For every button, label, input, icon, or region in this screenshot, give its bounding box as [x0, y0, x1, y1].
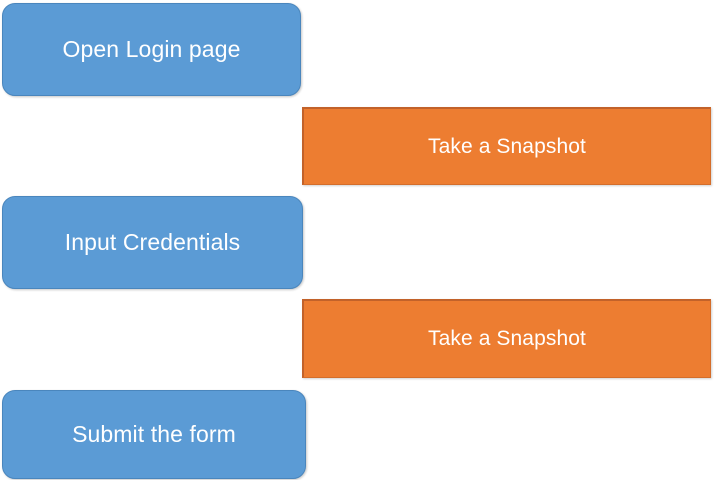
- flow-node-snapshot-2[interactable]: Take a Snapshot: [302, 299, 711, 378]
- flow-node-submit-the-form[interactable]: Submit the form: [2, 390, 306, 479]
- flow-node-label: Input Credentials: [64, 228, 241, 255]
- flow-node-label: Take a Snapshot: [428, 327, 586, 351]
- flow-node-label: Submit the form: [72, 420, 236, 447]
- flow-node-input-credentials[interactable]: Input Credentials: [2, 196, 303, 289]
- flow-node-label: Take a Snapshot: [428, 134, 586, 158]
- flow-node-snapshot-1[interactable]: Take a Snapshot: [302, 107, 711, 185]
- flow-node-label: Open Login page: [62, 35, 241, 62]
- flow-node-open-login-page[interactable]: Open Login page: [2, 3, 301, 96]
